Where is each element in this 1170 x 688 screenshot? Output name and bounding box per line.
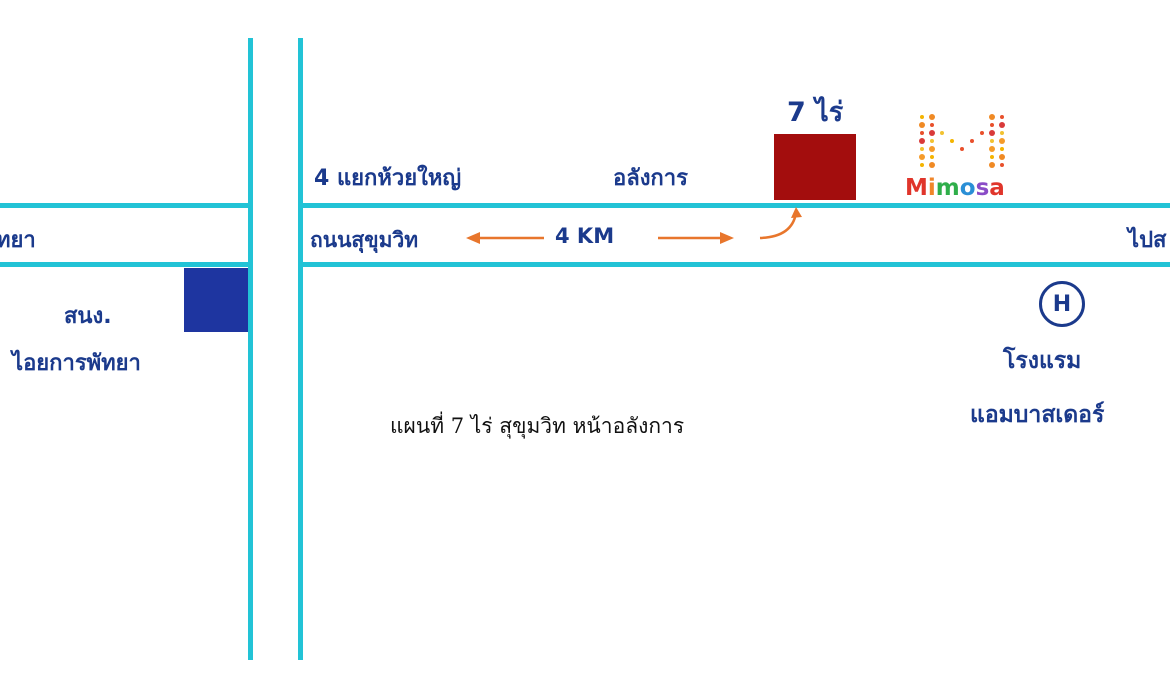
hotel-icon: H [1039, 281, 1085, 327]
mimosa-logo-text: Mimosa [905, 175, 1005, 201]
logo-dot [990, 123, 994, 127]
hotel-label-line1: โรงแรม [1003, 348, 1082, 374]
logo-dot [989, 114, 995, 120]
plot-block [774, 134, 856, 200]
airport-office-label-line2: ไอยการพัทยา [12, 351, 141, 376]
logo-dot [999, 122, 1005, 128]
distance-arrow-left [466, 232, 544, 244]
left-edge-label: ทยา [0, 228, 36, 253]
distance-label: 4 KM [555, 224, 615, 248]
road-name-label: ถนนสุขุมวิท [310, 228, 419, 252]
logo-dot [929, 130, 935, 136]
logo-dot [1000, 131, 1004, 135]
logo-dot [929, 162, 935, 168]
curved-arrow-to-plot [759, 207, 802, 240]
hotel-label-line2: แอมบาสเดอร์ [970, 402, 1105, 428]
logo-dot [1000, 163, 1004, 167]
sukhumvit-bottom-edge-right [300, 262, 1170, 267]
logo-dot [999, 138, 1005, 144]
sukhumvit-top-edge-right [300, 203, 1170, 208]
logo-dot [920, 163, 924, 167]
logo-dot [989, 162, 995, 168]
plot-label: 7 ไร่ [787, 97, 844, 128]
logo-dot [919, 154, 925, 160]
mimosa-logo-letter: s [975, 175, 990, 201]
mimosa-logo-letter: o [959, 175, 976, 201]
landmark-opposite-label: อลังการ [613, 166, 688, 191]
distance-arrow-right [658, 232, 734, 244]
logo-dot [990, 155, 994, 159]
logo-dot [989, 146, 995, 152]
logo-dot [920, 115, 924, 119]
mimosa-logo-letter: i [927, 175, 936, 201]
sukhumvit-top-edge-left [0, 203, 251, 208]
logo-dot [1000, 147, 1004, 151]
airport-office-label-line1: สนง. [64, 304, 112, 329]
junction-label: 4 แยกห้วยใหญ่ [314, 166, 462, 191]
logo-dot [989, 130, 995, 136]
airport-office-block [184, 268, 248, 332]
mimosa-logo-letter: M [905, 175, 928, 201]
logo-dot [929, 146, 935, 152]
logo-dot [919, 122, 925, 128]
logo-dot [950, 139, 954, 143]
mimosa-logo-letter: a [989, 175, 1005, 201]
logo-dot [990, 139, 994, 143]
logo-dot [930, 139, 934, 143]
logo-dot [930, 155, 934, 159]
logo-dot [1000, 115, 1004, 119]
mimosa-m-dots-icon [919, 114, 1005, 168]
logo-dot [999, 154, 1005, 160]
logo-dot [920, 147, 924, 151]
logo-dot [980, 131, 984, 135]
logo-dot [970, 139, 974, 143]
logo-dot [920, 131, 924, 135]
logo-dot [930, 123, 934, 127]
mimosa-logo-letter: m [935, 175, 960, 201]
road-right-vertical [298, 38, 303, 660]
logo-dot [960, 147, 964, 151]
sukhumvit-bottom-edge-left [0, 262, 251, 267]
logo-dot [929, 114, 935, 120]
map-caption: แผนที่ 7 ไร่ สุขุมวิท หน้าอลังการ [390, 414, 685, 438]
road-left-vertical [248, 38, 253, 660]
right-edge-label: ไปส [1128, 228, 1167, 253]
logo-dot [940, 131, 944, 135]
logo-dot [919, 138, 925, 144]
